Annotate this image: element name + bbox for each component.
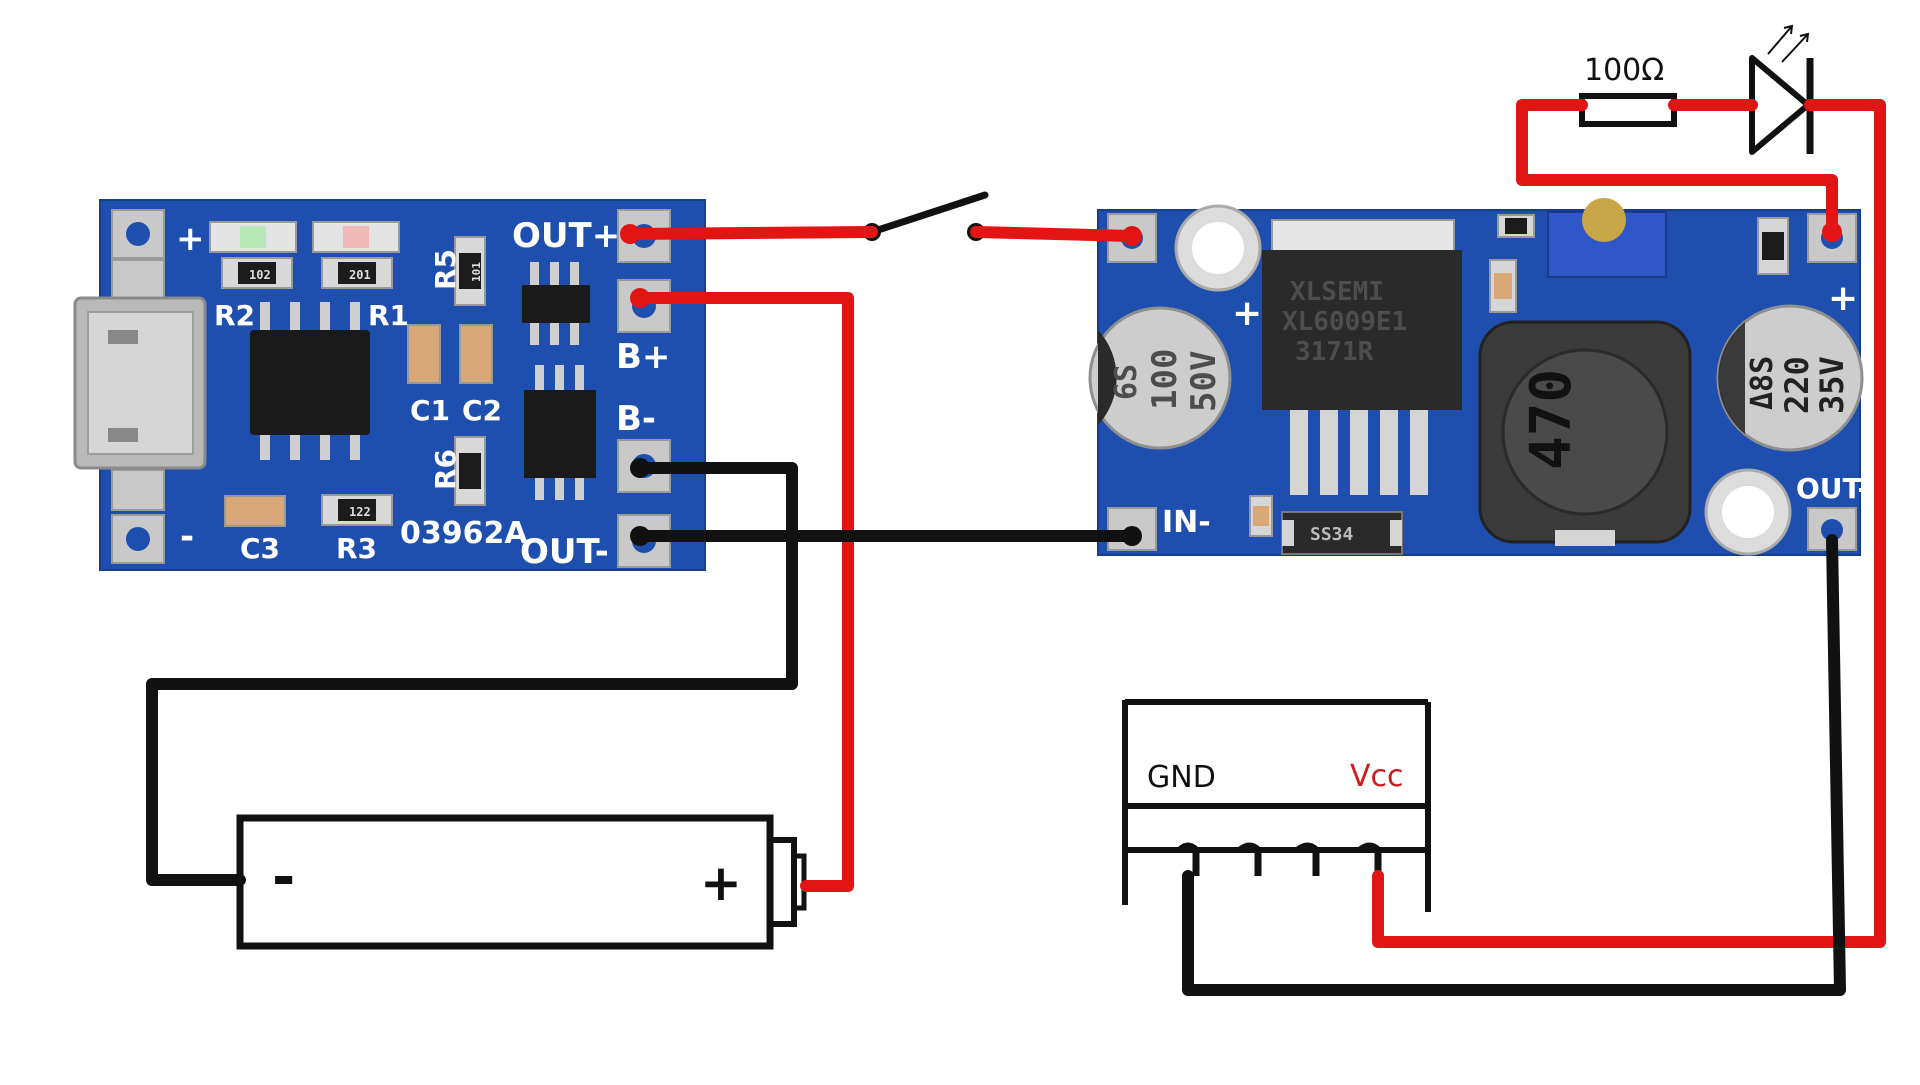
charger-label-b-minus: B-	[616, 399, 656, 439]
charger-module: 102 201 122 101	[73, 199, 706, 572]
boost-chip-model: XL6009E1	[1282, 307, 1407, 337]
charger-label-out-minus: OUT-	[520, 532, 609, 572]
boost-module: 100 50V 6S XLSEMI XL6009E1 3171R +	[1088, 198, 1869, 556]
load-vcc-label: Vcc	[1350, 759, 1404, 794]
boost-plus-right: +	[1828, 278, 1858, 319]
charger-label-r6: R6	[429, 449, 462, 490]
boost-cap-left-value: 100	[1145, 349, 1185, 410]
wire-led-vcc	[1372, 99, 1886, 948]
red-wires	[624, 99, 1886, 948]
boost-inductor	[1478, 320, 1692, 546]
load-module	[1122, 699, 1431, 912]
boost-potentiometer	[1547, 198, 1667, 278]
boost-cap-right-value: 220	[1778, 356, 1816, 414]
boost-diode	[1281, 511, 1403, 555]
smd-label-101: 101	[470, 262, 483, 282]
boost-plus-left: +	[1232, 293, 1262, 334]
boost-cap-left-series: 6S	[1109, 364, 1144, 400]
charger-label-r3: R3	[336, 532, 377, 565]
charger-label-c3: C3	[240, 532, 280, 565]
boost-cap-right-voltage: 35V	[1813, 356, 1851, 414]
boost-cap-left-voltage: 50V	[1184, 351, 1224, 412]
charger-label-r2: R2	[214, 299, 255, 332]
charger-label-b-plus: B+	[616, 337, 670, 377]
charger-capacitors	[224, 324, 493, 527]
wire-boost-out-gnd	[1182, 534, 1846, 996]
charger-label-c1: C1	[410, 394, 450, 427]
smd-label-122: 122	[349, 505, 371, 519]
smd-label-102: 102	[249, 268, 271, 282]
boost-output-capacitor	[1716, 304, 1864, 452]
wire-terminals	[620, 222, 1842, 546]
black-wires	[146, 462, 1846, 996]
load-gnd-label: GND	[1147, 760, 1216, 795]
boost-cap-right-series: Δ8S	[1745, 356, 1780, 410]
charger-label-r5: R5	[429, 249, 462, 290]
charger-label-r1: R1	[368, 299, 409, 332]
boost-diode-label: SS34	[1310, 524, 1354, 545]
charger-corner-pads	[111, 209, 671, 568]
boost-input-capacitor	[1088, 306, 1232, 450]
load-pins	[1177, 842, 1382, 876]
charger-smd-resistors	[221, 236, 486, 526]
boost-smd-parts	[1249, 214, 1789, 537]
micro-usb-connector	[73, 296, 207, 470]
wire-bminus-battery	[146, 462, 798, 886]
wire-bplus-battery	[634, 292, 854, 892]
charger-label-plus: +	[176, 219, 205, 259]
smd-label-201: 201	[349, 268, 371, 282]
battery-minus-label: -	[272, 845, 295, 910]
charger-protection-ics	[522, 262, 596, 500]
boost-chip-code: 3171R	[1295, 337, 1374, 367]
battery-plus-label: +	[700, 854, 742, 912]
boost-inductor-label: 470	[1519, 369, 1584, 470]
boost-chip-brand: XLSEMI	[1290, 277, 1384, 307]
boost-label-in-minus: IN-	[1162, 505, 1211, 540]
boost-label-out-minus: OUT-	[1796, 472, 1869, 505]
resistor	[1579, 93, 1677, 127]
led-symbol	[1749, 24, 1814, 155]
switch-symbol	[863, 191, 989, 241]
charger-ic	[250, 302, 370, 460]
wire-switch-boost-in	[970, 226, 1138, 242]
boost-ic	[1262, 219, 1462, 495]
charger-label-board-id: 03962A	[400, 516, 528, 551]
wire-boost-out-resistor	[1516, 99, 1838, 236]
charger-label-minus: -	[180, 517, 194, 557]
resistor-label: 100Ω	[1584, 53, 1664, 88]
charger-label-out-plus: OUT+	[512, 216, 620, 256]
charger-label-c2: C2	[462, 394, 502, 427]
wire-outplus-switch	[624, 226, 878, 240]
charger-leds	[209, 221, 400, 253]
